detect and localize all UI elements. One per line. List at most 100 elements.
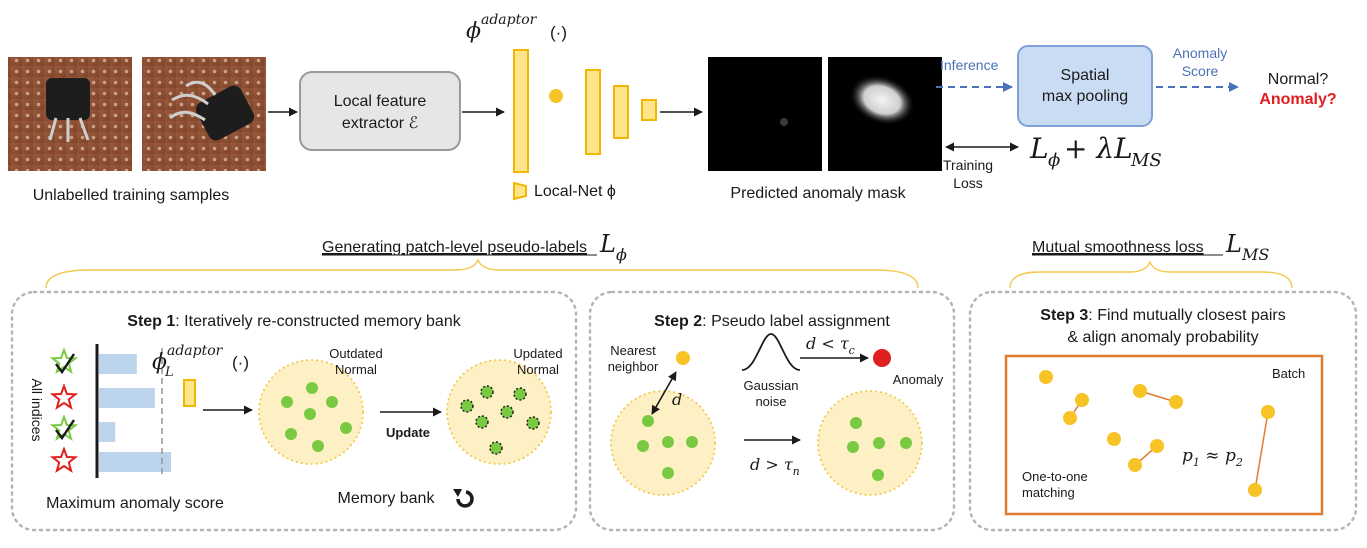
gauss-label-2: noise bbox=[755, 394, 786, 409]
pseudo-symbol-sub: ϕ bbox=[616, 245, 627, 264]
index-marker-normal-1 bbox=[49, 347, 79, 375]
pseudo-title: Generating patch-level pseudo-labels bbox=[322, 239, 587, 256]
normal-point bbox=[281, 396, 293, 408]
localnet-layer-1 bbox=[513, 49, 529, 173]
sample-point bbox=[1039, 370, 1053, 384]
inference-path: Inference Spatial max pooling Anomaly Sc… bbox=[936, 45, 1337, 127]
mask-image-1 bbox=[708, 57, 822, 171]
bank-caption: Memory bank bbox=[338, 490, 436, 507]
check-icon bbox=[55, 353, 75, 375]
extractor-box bbox=[299, 71, 461, 151]
normal-point bbox=[489, 441, 503, 455]
sample-point bbox=[1248, 483, 1262, 497]
score-label-2: Score bbox=[1182, 63, 1219, 79]
updated-label-1: Updated bbox=[513, 346, 562, 361]
loss-phi-sub: ϕ bbox=[1048, 150, 1060, 171]
score-caption: Maximum anomaly score bbox=[46, 495, 224, 512]
cond-c: d < τc bbox=[806, 334, 855, 357]
normal-point bbox=[900, 437, 912, 449]
training-samples: Unlabelled training samples bbox=[8, 57, 266, 204]
mutual-smoothness-header: Mutual smoothness loss L MS bbox=[1009, 230, 1293, 289]
updated-points bbox=[460, 385, 540, 455]
normal-point bbox=[480, 385, 494, 399]
step2-title: Step 2: Pseudo label assignment bbox=[654, 313, 890, 330]
training-loss: Training Loss L ϕ + λL MS bbox=[943, 132, 1162, 191]
gaussian-curve bbox=[741, 333, 801, 371]
sample-point bbox=[1150, 439, 1164, 453]
adaptor-dot bbox=[549, 89, 563, 103]
step3-title-2: & align anomaly probability bbox=[1067, 329, 1258, 346]
outdated-points bbox=[281, 382, 352, 452]
sample-point bbox=[1075, 393, 1089, 407]
sample-point bbox=[1107, 432, 1121, 446]
normal-point bbox=[340, 422, 352, 434]
star-icon bbox=[49, 383, 79, 411]
mask-1-spot bbox=[780, 118, 788, 126]
normal-point bbox=[475, 415, 489, 429]
index-marker-normal-2 bbox=[49, 414, 79, 442]
pooling-label-1: Spatial bbox=[1061, 67, 1110, 84]
step1-border bbox=[10, 290, 578, 532]
pseudo-symbol-L: L bbox=[599, 230, 616, 258]
pooling-label-2: max pooling bbox=[1042, 88, 1128, 105]
score-bar bbox=[99, 388, 155, 408]
extractor-label-1: Local feature bbox=[334, 93, 427, 110]
gauss-label-1: Gaussian bbox=[744, 378, 799, 393]
normal-point bbox=[304, 408, 316, 420]
sample-point bbox=[1261, 405, 1275, 419]
normal-point bbox=[850, 417, 862, 429]
phi-sup: adaptor bbox=[167, 343, 224, 359]
step1-title: Step 1: Iteratively re-constructed memor… bbox=[127, 313, 461, 330]
normal-point bbox=[312, 440, 324, 452]
cond-n: d > τn bbox=[750, 455, 800, 478]
step3-border bbox=[968, 290, 1358, 532]
normal-point bbox=[526, 416, 540, 430]
update-label: Update bbox=[386, 425, 430, 440]
ms-symbol-L: L bbox=[1225, 230, 1242, 258]
training-label-2: Loss bbox=[953, 175, 983, 191]
normal-point bbox=[686, 436, 698, 448]
matching-label-1: One-to-one bbox=[1022, 469, 1088, 484]
sample-point bbox=[1133, 384, 1147, 398]
index-marker-anomaly-1 bbox=[49, 383, 79, 411]
outdated-label-1: Outdated bbox=[329, 346, 383, 361]
normal-point bbox=[847, 441, 859, 453]
phi-symbol: ϕ bbox=[152, 350, 167, 375]
localnet-layer-2 bbox=[585, 69, 601, 155]
check-icon bbox=[55, 419, 75, 441]
sample-point bbox=[1128, 458, 1142, 472]
batch-points bbox=[1039, 370, 1275, 497]
normal-point bbox=[513, 387, 527, 401]
anomaly-label: Anomaly bbox=[893, 372, 944, 387]
adaptor-symbol: ϕ bbox=[466, 19, 481, 44]
pseudo-label-header: Generating patch-level pseudo-labels L ϕ bbox=[45, 230, 919, 289]
adaptor-layer-icon bbox=[183, 379, 196, 407]
normal-point bbox=[285, 428, 297, 440]
right-bank-points bbox=[847, 417, 912, 481]
prob-equation: p1 ≈ p2 bbox=[1182, 446, 1243, 469]
normal-point bbox=[460, 399, 474, 413]
normal-question: Normal? bbox=[1268, 71, 1329, 88]
anomaly-point bbox=[873, 349, 891, 367]
score-bar bbox=[99, 452, 171, 472]
normal-point bbox=[873, 437, 885, 449]
pooling-box bbox=[1017, 45, 1153, 127]
distance-label: d bbox=[672, 390, 682, 409]
step3-panel: Step 3: Find mutually closest pairs & al… bbox=[968, 290, 1358, 532]
indices-label: All indices bbox=[29, 378, 45, 441]
normal-point bbox=[642, 415, 654, 427]
score-bar bbox=[99, 422, 116, 442]
outdated-label-2: Normal bbox=[335, 362, 377, 377]
training-label-1: Training bbox=[943, 157, 993, 173]
adaptor-label: ϕ adaptor (·) bbox=[466, 12, 567, 44]
transistor-2 bbox=[169, 80, 255, 141]
inference-label: Inference bbox=[940, 57, 999, 73]
query-point bbox=[676, 351, 690, 365]
localnet-layer-4 bbox=[641, 99, 657, 121]
star-icon bbox=[49, 446, 79, 474]
adaptor-arg: (·) bbox=[550, 23, 567, 42]
samples-caption: Unlabelled training samples bbox=[33, 187, 230, 204]
index-marker-anomaly-2 bbox=[49, 446, 79, 474]
batch-label: Batch bbox=[1272, 366, 1305, 381]
